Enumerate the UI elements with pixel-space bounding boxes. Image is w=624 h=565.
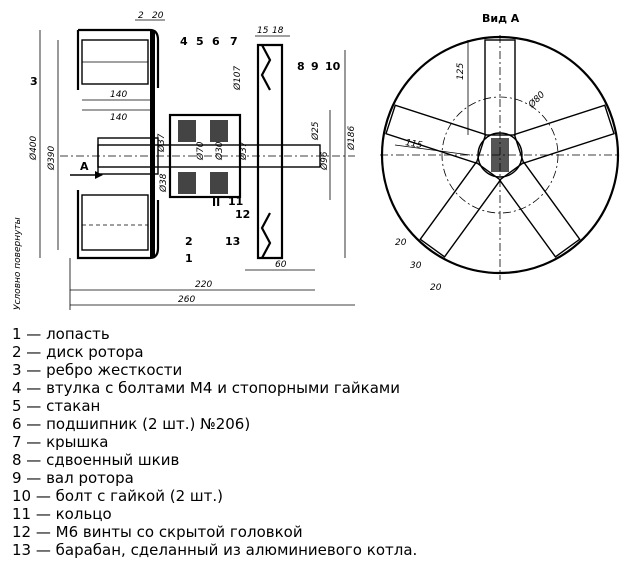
- legend-item-1: 1 — лопасть: [12, 325, 110, 343]
- legend-item-9: 9 — вал ротора: [12, 469, 134, 487]
- dim-25: Ø25: [310, 121, 321, 141]
- legend-item-13: 13 — барабан, сделанный из алюминиевого …: [12, 541, 418, 559]
- dim-186: Ø186: [346, 125, 357, 151]
- view-a-title: Вид А: [482, 12, 520, 25]
- view-a: Вид А 125 115 Ø80 20 20 30: [380, 12, 620, 293]
- legend-item-8: 8 — сдвоенный шкив: [12, 451, 180, 469]
- dim-60: 60: [275, 260, 287, 270]
- dim-390: Ø390: [46, 145, 57, 171]
- callout-2: 2: [185, 235, 193, 248]
- callout-6: 6: [212, 35, 220, 48]
- bearing-right: [210, 120, 228, 142]
- legend-item-12: 12 — М6 винты со скрытой головкой: [12, 523, 303, 541]
- legend-item-10: 10 — болт с гайкой (2 шт.): [12, 487, 223, 505]
- drum-shell: [76, 28, 160, 260]
- dim-20b: 20: [430, 283, 442, 293]
- dim-37b: Ø37: [238, 141, 249, 161]
- dim-30: Ø30: [214, 141, 225, 161]
- callout-5: 5: [196, 35, 204, 48]
- callout-13: 13: [225, 235, 240, 248]
- section-view: A 2 20 15 18 140 140 Ø400 Ø390 Ø37 Ø70 Ø…: [13, 11, 357, 310]
- legend-item-7: 7 — крышка: [12, 433, 109, 451]
- callout-3: 3: [30, 75, 38, 88]
- dim-37a: Ø37: [156, 133, 167, 153]
- dim-96: Ø96: [319, 151, 330, 171]
- dim-38: Ø38: [158, 173, 169, 193]
- double-pulley: [256, 43, 284, 260]
- technical-drawing: A 2 20 15 18 140 140 Ø400 Ø390 Ø37 Ø70 Ø…: [13, 11, 620, 310]
- view-arrow-label: A: [80, 160, 89, 173]
- dim-20-top: 20: [152, 11, 164, 21]
- dim-115: 115: [404, 138, 423, 151]
- dim-400: Ø400: [28, 135, 39, 161]
- legend-item-11: 11 — кольцо: [12, 505, 112, 523]
- callout-8: 8: [297, 60, 305, 73]
- dim-2: 2: [138, 11, 144, 21]
- dim-18: 18: [272, 26, 284, 36]
- callout-10: 10: [325, 60, 341, 73]
- callout-9: 9: [311, 60, 319, 73]
- dim-15: 15: [257, 26, 269, 36]
- dim-30-view: 30: [410, 261, 422, 271]
- blade-bottom: [81, 194, 149, 251]
- dim-140: 140: [110, 90, 127, 100]
- rotor-disc: [150, 30, 155, 258]
- dim-125: 125: [456, 63, 466, 80]
- dim-220: 220: [195, 280, 212, 290]
- ground-label: Условно повернуты: [13, 217, 23, 310]
- callout-12: 12: [235, 208, 250, 221]
- dim-70: Ø70: [195, 141, 206, 161]
- section-mark: II: [212, 196, 220, 209]
- callout-7: 7: [230, 35, 238, 48]
- legend-item-6: 6 — подшипник (2 шт.) №206): [12, 415, 251, 433]
- legend-item-4: 4 — втулка с болтами М4 и стопорными гай…: [12, 379, 400, 397]
- dim-140b: 140: [110, 113, 127, 123]
- dim-260: 260: [178, 295, 195, 305]
- legend-item-3: 3 — ребро жесткости: [12, 361, 183, 379]
- callout-11: 11: [228, 195, 243, 208]
- dim-20a: 20: [395, 238, 407, 248]
- dim-80: Ø80: [526, 89, 548, 111]
- callout-1: 1: [185, 252, 193, 265]
- legend-item-5: 5 — стакан: [12, 397, 101, 415]
- dim-107: Ø107: [232, 65, 243, 91]
- parts-legend: 1 — лопасть 2 — диск ротора 3 — ребро же…: [12, 325, 612, 559]
- bearing-left: [178, 120, 196, 142]
- legend-item-2: 2 — диск ротора: [12, 343, 144, 361]
- callout-4: 4: [180, 35, 188, 48]
